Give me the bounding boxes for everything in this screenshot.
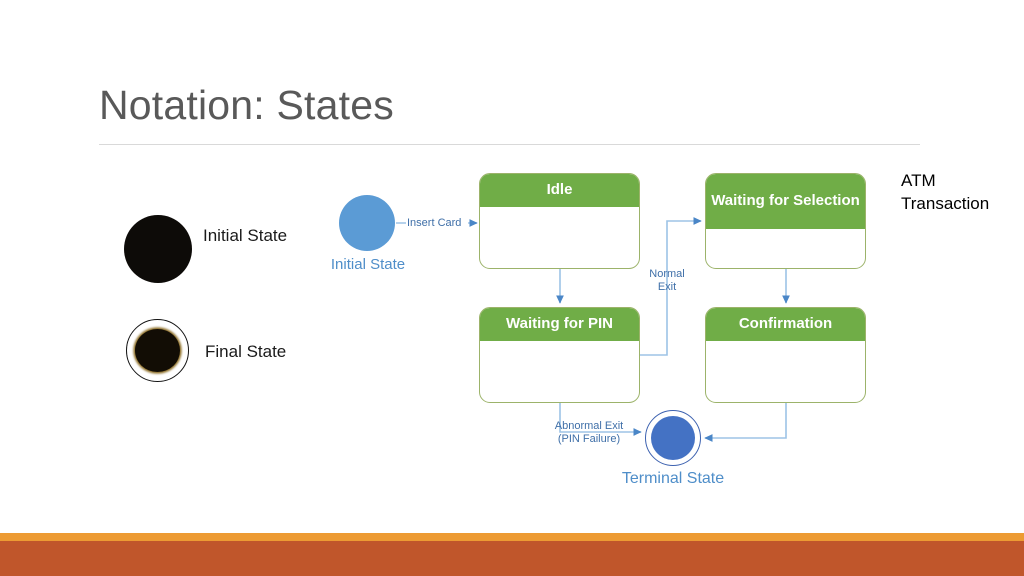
- state-title-waiting-pin: Waiting for PIN: [480, 308, 639, 341]
- state-box-idle[interactable]: Idle: [479, 173, 640, 269]
- legend-initial-state-label: Initial State: [203, 226, 288, 245]
- edge-label-normal-exit: Normal Exit: [644, 268, 690, 293]
- initial-state-label: Initial State: [330, 256, 406, 273]
- edge-label-insert-card: Insert Card: [407, 217, 462, 229]
- state-title-waiting-selection: Waiting for Selection: [706, 174, 865, 229]
- state-title-idle: Idle: [480, 174, 639, 207]
- state-title-confirmation: Confirmation: [706, 308, 865, 341]
- legend-final-state-label: Final State: [205, 342, 287, 361]
- legend-final-state-icon-inner: [135, 329, 180, 372]
- terminal-state-label: Terminal State: [621, 470, 725, 487]
- diagram-caption-line2: Transaction: [901, 193, 990, 213]
- footer-accent-bar-dark: [0, 541, 1024, 576]
- title-divider: [99, 144, 920, 145]
- edge-label-normal-exit-line2: Exit: [657, 280, 677, 293]
- footer-accent-bar-light: [0, 533, 1024, 541]
- state-box-waiting-selection[interactable]: Waiting for Selection: [705, 173, 866, 269]
- initial-state-circle-icon[interactable]: [339, 195, 395, 251]
- edge-label-normal-exit-line1: Normal: [649, 268, 685, 280]
- transition-confirmation-to-terminal: [704, 403, 787, 442]
- edge-label-abnormal-exit-line2: (PIN Failure): [557, 432, 621, 445]
- transition-abnormal-exit: [559, 403, 642, 436]
- terminal-state-circle-inner: [651, 416, 695, 460]
- edge-label-abnormal-exit-line1: Abnormal Exit: [554, 420, 624, 432]
- edge-label-abnormal-exit: Abnormal Exit (PIN Failure): [541, 420, 637, 445]
- page-title: Notation: States: [99, 82, 394, 128]
- legend-initial-state-icon: [124, 215, 192, 283]
- diagram-caption-line1: ATM: [901, 171, 936, 190]
- state-box-waiting-pin[interactable]: Waiting for PIN: [479, 307, 640, 403]
- transition-normal-exit: [640, 217, 702, 356]
- state-box-confirmation[interactable]: Confirmation: [705, 307, 866, 403]
- diagram-caption: ATM Transaction: [901, 170, 989, 216]
